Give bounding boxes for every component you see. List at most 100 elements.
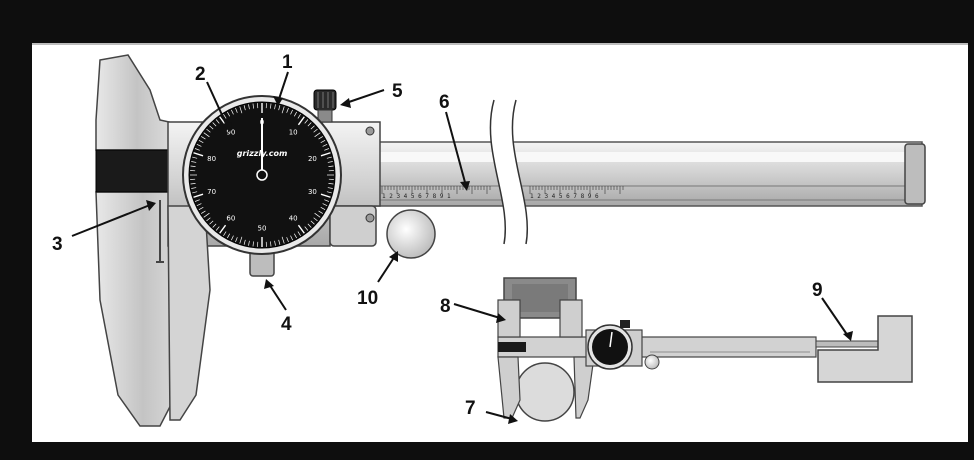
dial-tick	[248, 240, 250, 246]
dial-tick	[274, 104, 276, 110]
dial-tick	[281, 106, 285, 114]
dial-tick	[209, 220, 214, 225]
dial-tick	[286, 237, 289, 243]
dial-tick	[297, 114, 301, 119]
dial-tick	[252, 241, 254, 247]
thumb-roller[interactable]	[386, 209, 436, 259]
label-9: 9	[812, 280, 823, 301]
dial-tick	[190, 165, 196, 167]
dial-pivot	[256, 169, 268, 181]
dial-tick	[206, 217, 211, 222]
dial-number: 40	[289, 214, 298, 222]
dial-tick	[198, 206, 204, 210]
dial-tick	[215, 119, 220, 124]
dial-tick	[290, 235, 293, 241]
inset-lock-screw	[620, 320, 630, 328]
dial-tick	[297, 224, 305, 234]
dial-tick	[196, 144, 202, 147]
dial-numbers: 0102030405060708090	[207, 119, 317, 233]
dial-tick	[313, 128, 318, 133]
dial-tick	[324, 148, 330, 151]
main-caliper: 1 2 3 4 5 6 7 8 9 1 1 2 3 4 5 6 7 8 9 6	[95, 54, 926, 427]
dial-tick	[193, 152, 204, 157]
beam-end-cap	[904, 143, 926, 205]
dial-tick	[328, 165, 334, 167]
scale-numbers-right: 1 2 3 4 5 6 7 8 9 6	[530, 193, 599, 200]
dial-tick	[297, 231, 301, 236]
lock-screw[interactable]	[313, 89, 337, 123]
label-3: 3	[52, 234, 63, 255]
dial: 0102030405060708090 grizzly.com	[182, 95, 342, 255]
dial-tick	[227, 111, 231, 117]
label-1: 1	[282, 52, 293, 73]
dial-tick	[252, 103, 254, 109]
dial-tick	[290, 109, 293, 115]
label-2: 2	[195, 64, 206, 85]
dial-tick	[212, 122, 217, 127]
dial-tick	[320, 152, 331, 157]
dial-tick	[274, 240, 276, 246]
dial-tick	[327, 161, 333, 163]
dial-tick	[212, 223, 217, 228]
dial-number: 70	[207, 188, 216, 196]
inset-roller	[644, 354, 660, 370]
dial-tick	[223, 114, 227, 119]
dial-tick	[286, 107, 289, 113]
beam-scale	[381, 186, 624, 194]
dial-tick	[297, 116, 305, 126]
dial-tick	[307, 122, 312, 127]
inset-step-block	[817, 315, 913, 383]
dial-number: 10	[289, 129, 298, 137]
dial-tick	[320, 140, 326, 144]
inset-sphere	[515, 362, 575, 422]
dial-number: 90	[226, 129, 235, 137]
dial-tick	[192, 156, 198, 159]
dial-number: 20	[308, 155, 317, 163]
dial-tick	[307, 223, 312, 228]
dial-tick	[219, 224, 227, 234]
label-8: 8	[440, 296, 451, 317]
scale-numbers-left: 1 2 3 4 5 6 7 8 9 1	[382, 193, 451, 200]
dial-tick	[318, 136, 323, 140]
dial-tick	[322, 203, 328, 206]
label-5: 5	[392, 81, 403, 102]
dial-tick	[278, 105, 281, 111]
label-10: 10	[357, 288, 378, 309]
screw-icon	[365, 126, 375, 136]
dial-tick	[235, 237, 238, 243]
dial-tick	[192, 191, 198, 194]
dial-tick	[324, 199, 330, 202]
dial-tick	[310, 220, 315, 225]
label-6: 6	[439, 92, 450, 113]
dial-tick	[243, 239, 246, 245]
dial-tick	[203, 132, 210, 138]
dial-tick	[293, 111, 297, 117]
dial-tick	[193, 193, 204, 198]
screw-icon	[365, 213, 375, 223]
dial-tick	[304, 119, 309, 124]
dial-tick	[239, 106, 243, 114]
dial-tick	[281, 236, 285, 244]
label-4: 4	[281, 314, 292, 335]
dial-tick	[293, 233, 297, 239]
dial-tick	[198, 140, 204, 144]
dial-tick	[278, 239, 281, 245]
dial-number: 30	[308, 188, 317, 196]
inset-depth-rod	[815, 340, 879, 348]
dial-tick	[313, 217, 318, 222]
dial-tick	[215, 226, 220, 231]
dial-tick	[227, 233, 231, 239]
dial-tick	[304, 226, 309, 231]
dial-tick	[270, 103, 272, 109]
beam-break	[489, 99, 528, 245]
dial-tick	[206, 128, 211, 133]
dial-tick	[328, 183, 334, 185]
callout-arrows	[71, 71, 853, 424]
dial-tick	[231, 235, 234, 241]
dial-tick	[223, 231, 227, 236]
dial-tick	[327, 187, 333, 189]
dial-tick	[231, 109, 234, 115]
dial-ticks	[190, 103, 334, 247]
